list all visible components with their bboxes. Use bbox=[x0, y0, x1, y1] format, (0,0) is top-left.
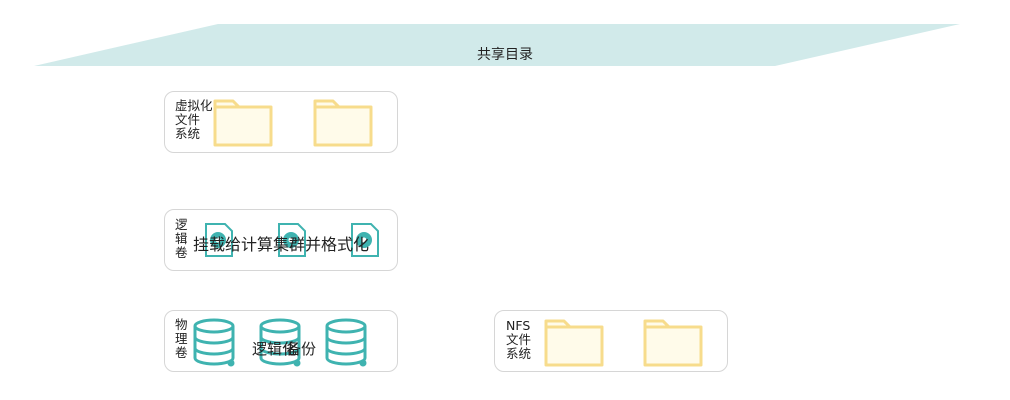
nfs-label: NFS 文件 系统 bbox=[506, 318, 532, 361]
folder-icon bbox=[213, 99, 273, 147]
logicalize-caption: 逻辑化 bbox=[252, 340, 298, 358]
backup-caption: 备份 bbox=[286, 340, 317, 358]
volume-disk-icon bbox=[351, 223, 379, 257]
logical-volume-label: 逻 辑 卷 bbox=[175, 217, 188, 260]
database-icon bbox=[193, 318, 235, 367]
volume-disk-icon bbox=[205, 223, 233, 257]
physical-volume-label: 物 理 卷 bbox=[175, 317, 188, 360]
database-icon bbox=[325, 318, 367, 367]
database-icon bbox=[259, 318, 301, 367]
volume-disk-icon bbox=[278, 223, 306, 257]
folder-icon bbox=[313, 99, 373, 147]
banner-title: 共享目录 bbox=[477, 47, 533, 63]
folder-icon bbox=[544, 319, 604, 367]
mount-format-caption: 挂载给计算集群并格式化 bbox=[193, 235, 370, 254]
shared-directory-banner bbox=[34, 24, 960, 66]
folder-icon bbox=[643, 319, 703, 367]
virtual-fs-label: 虚拟化 文件 系统 bbox=[175, 98, 213, 141]
